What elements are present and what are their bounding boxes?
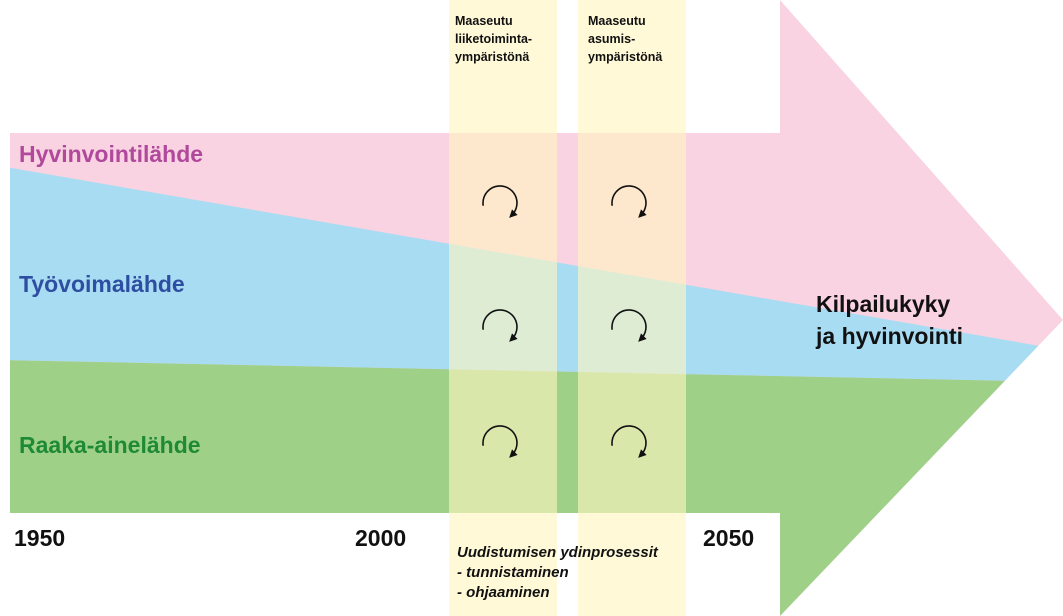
year-1950: 1950 <box>14 525 65 551</box>
svg-text:- ohjaaminen: - ohjaaminen <box>457 584 550 601</box>
year-2000: 2000 <box>355 525 406 551</box>
column-business-heading: Maaseutu liiketoiminta- ympäristönä <box>455 14 532 64</box>
column-living-heading: Maaseutu asumis- ympäristönä <box>588 14 662 64</box>
svg-text:ja hyvinvointi: ja hyvinvointi <box>815 323 963 349</box>
svg-text:Kilpailukyky: Kilpailukyky <box>816 291 950 317</box>
clockwise-cycle-arrow-icon <box>482 425 518 458</box>
svg-text:Maaseutu: Maaseutu <box>455 14 513 28</box>
svg-text:Uudistumisen ydinprosessit: Uudistumisen ydinprosessit <box>457 544 659 561</box>
svg-text:ympäristönä: ympäristönä <box>455 50 529 64</box>
svg-text:ympäristönä: ympäristönä <box>588 50 662 64</box>
label-labor: Työvoimalähde <box>19 271 185 297</box>
svg-text:Maaseutu: Maaseutu <box>588 14 646 28</box>
column-business-environment <box>449 0 557 616</box>
core-processes-text: Uudistumisen ydinprosessit - tunnistamin… <box>457 544 659 601</box>
label-raw-material: Raaka-ainelähde <box>19 432 201 458</box>
clockwise-cycle-arrow-icon <box>482 185 518 218</box>
clockwise-cycle-arrow-icon <box>611 185 647 218</box>
year-2050: 2050 <box>703 525 754 551</box>
svg-text:- tunnistaminen: - tunnistaminen <box>457 564 569 581</box>
cycle-icons <box>482 185 647 458</box>
label-wellbeing: Hyvinvointilähde <box>19 141 203 167</box>
clockwise-cycle-arrow-icon <box>611 309 647 342</box>
clockwise-cycle-arrow-icon <box>611 425 647 458</box>
column-living-environment <box>578 0 686 616</box>
svg-text:liiketoiminta-: liiketoiminta- <box>455 32 532 46</box>
clockwise-cycle-arrow-icon <box>482 309 518 342</box>
result-text: Kilpailukyky ja hyvinvointi <box>815 291 963 349</box>
svg-text:asumis-: asumis- <box>588 32 635 46</box>
